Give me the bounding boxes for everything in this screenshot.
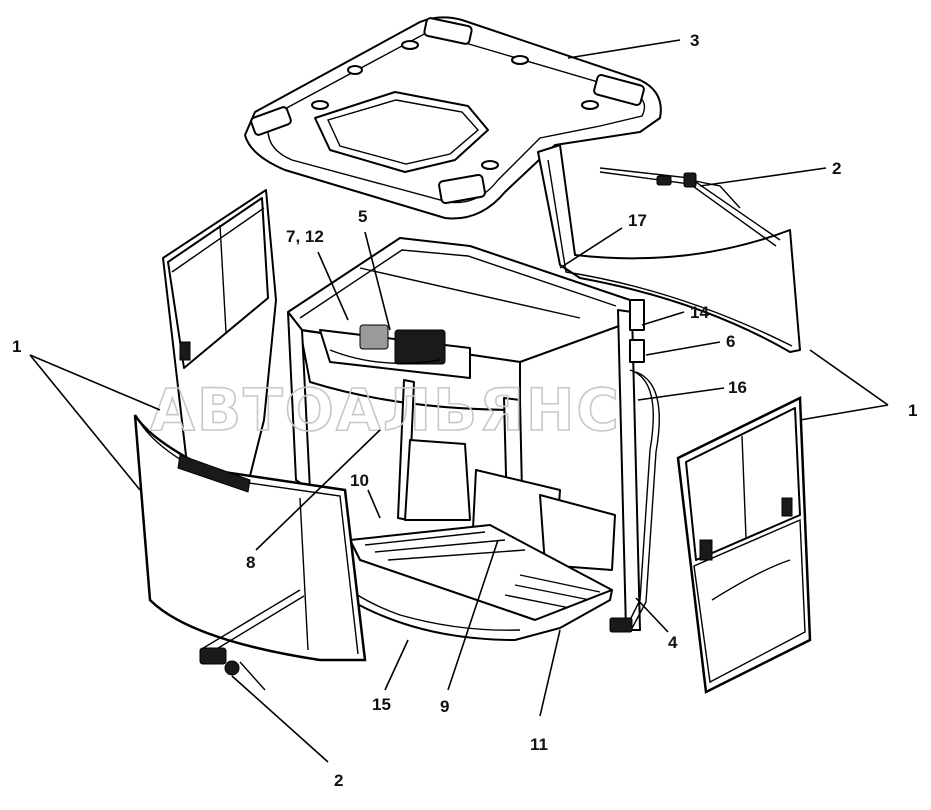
cab-frame xyxy=(287,237,660,641)
callout-5: 5 xyxy=(358,207,367,226)
callout-9: 9 xyxy=(440,697,449,716)
callout-labels: 3 2 17 5 7, 12 14 6 16 1 1 10 8 4 15 9 1… xyxy=(12,31,917,790)
rear-window-panel xyxy=(537,144,801,353)
callout-1-right: 1 xyxy=(908,401,917,420)
callout-14: 14 xyxy=(690,303,709,322)
callout-17: 17 xyxy=(628,211,647,230)
right-door xyxy=(676,396,812,694)
callout-11: 11 xyxy=(530,735,548,754)
callout-10: 10 xyxy=(350,471,369,490)
callout-4: 4 xyxy=(668,633,678,652)
watermark-text: АВТОАЛЬЯНС xyxy=(150,376,621,444)
windshield-panel xyxy=(133,414,367,662)
callout-2-bottom: 2 xyxy=(334,771,343,790)
leader-lines xyxy=(29,39,889,763)
callout-15: 15 xyxy=(372,695,391,714)
callout-3: 3 xyxy=(690,31,699,50)
left-door-upper xyxy=(162,189,277,491)
callout-2-top: 2 xyxy=(832,159,841,178)
wiper-assembly-bottom xyxy=(199,589,305,691)
roof-panel xyxy=(244,16,662,220)
wiper-assembly-top xyxy=(599,167,781,247)
callout-16: 16 xyxy=(728,378,747,397)
callout-6: 6 xyxy=(726,332,735,351)
callout-8: 8 xyxy=(246,553,255,572)
callout-7-12: 7, 12 xyxy=(286,227,324,246)
callout-1-left: 1 xyxy=(12,337,21,356)
